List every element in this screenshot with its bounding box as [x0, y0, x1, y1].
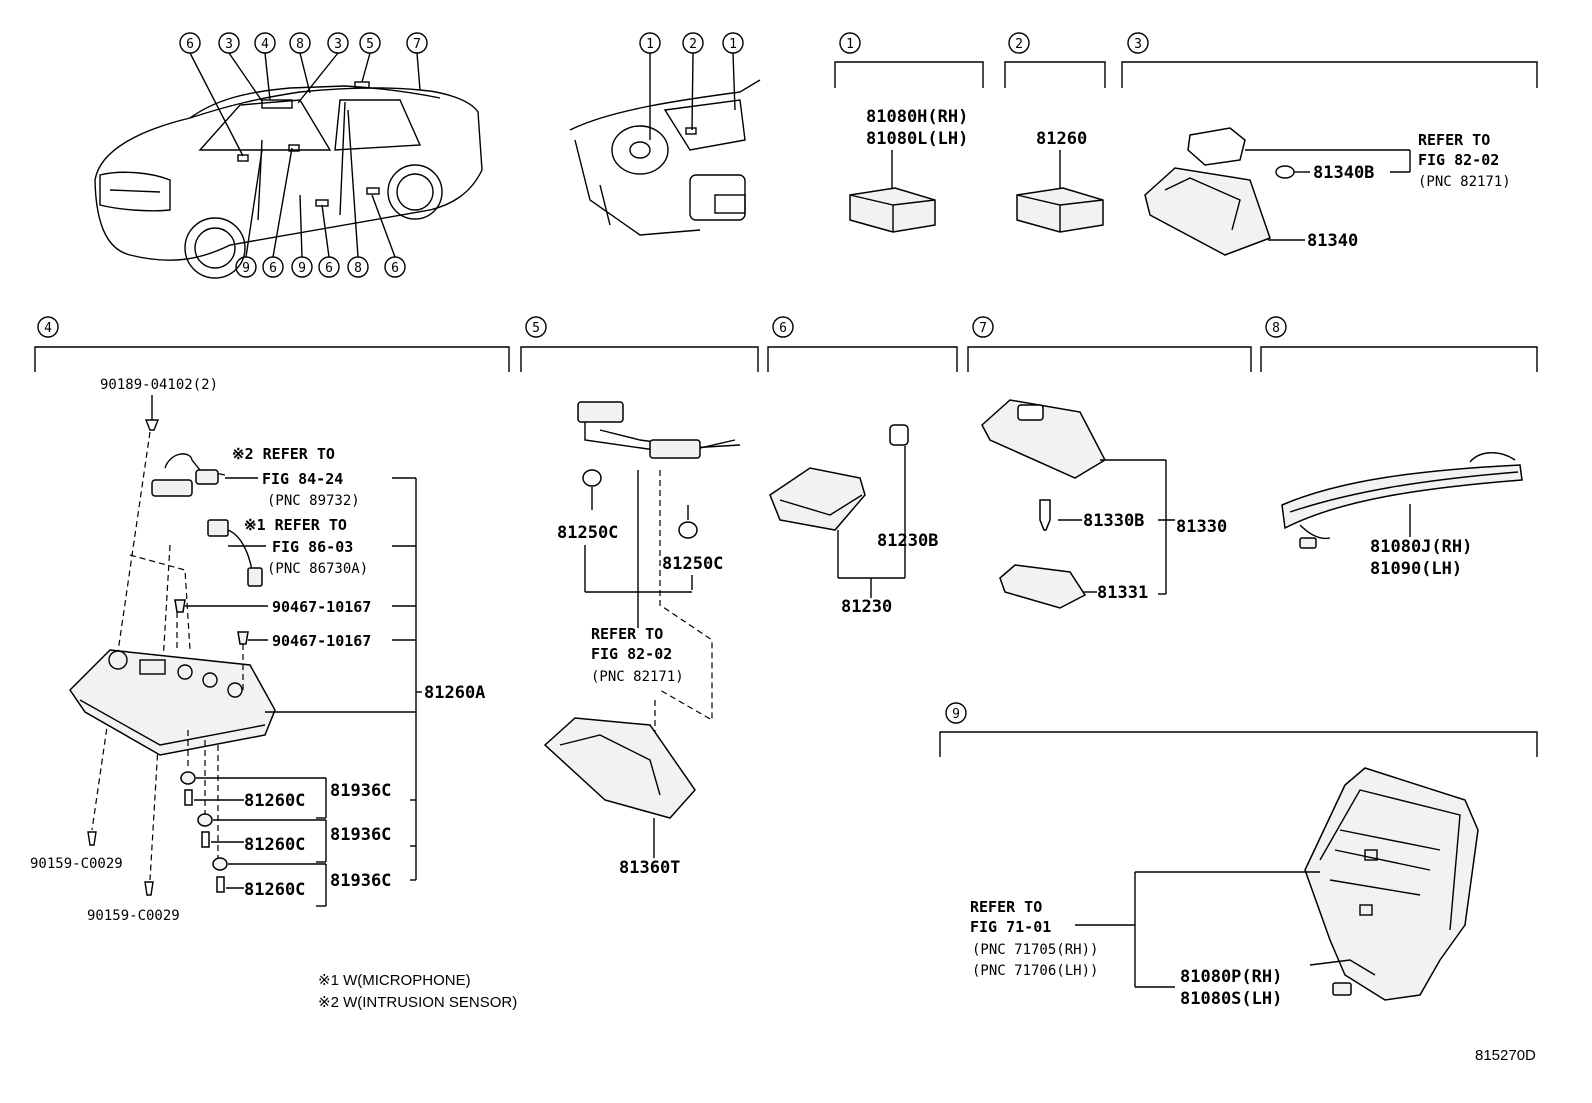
callout: 5 — [366, 37, 374, 52]
callout: 1 — [646, 37, 654, 52]
section-number: 3 — [1134, 37, 1142, 52]
section-6: 81230B 81230 — [769, 424, 938, 617]
reference-text: ※1 REFER TO — [244, 516, 347, 534]
car-illustration — [94, 81, 483, 279]
dash-callouts: 1 2 1 — [639, 32, 744, 140]
diagram-code: 815270D — [1475, 1047, 1536, 1064]
part-number: 81330 — [1176, 517, 1227, 537]
section-7: 81330B 81330 81331 — [981, 399, 1227, 609]
section-4: 90189-04102(2) — [30, 377, 517, 1011]
callout: 6 — [186, 37, 194, 52]
callout: 7 — [413, 37, 421, 52]
callout: 6 — [325, 261, 333, 276]
callout: 9 — [298, 261, 306, 276]
section-number: 2 — [1015, 37, 1023, 52]
car-callouts-bottom: 9 6 9 6 8 6 — [235, 256, 406, 278]
section-1: 81080H(RH) 81080L(LH) — [849, 107, 968, 233]
section-number: 8 — [1272, 321, 1280, 336]
callout: 9 — [242, 261, 250, 276]
reference-text: (PNC 82171) — [1418, 174, 1511, 190]
reference-text: REFER TO — [970, 898, 1042, 916]
callout: 4 — [261, 37, 269, 52]
section-numbers: 1 2 3 4 5 6 7 8 9 — [37, 32, 1287, 724]
part-number: 81331 — [1097, 583, 1148, 603]
callout: 2 — [689, 37, 697, 52]
part-number: 81260C — [244, 791, 305, 811]
dashboard-illustration — [569, 79, 761, 236]
part-number: 81230 — [841, 597, 892, 617]
part-number: 90467-10167 — [272, 632, 371, 650]
section-3: REFER TO FIG 82-02 (PNC 82171) 81340B 81… — [1144, 127, 1511, 256]
callout: 1 — [729, 37, 737, 52]
callout: 3 — [334, 37, 342, 52]
legend-note: ※1 W(MICROPHONE) — [318, 972, 471, 989]
reference-text: REFER TO — [1418, 131, 1490, 149]
reference-text: (PNC 86730A) — [267, 561, 368, 577]
part-number: 81936C — [330, 871, 391, 891]
part-number: 81330B — [1083, 511, 1144, 531]
part-number: 81080J(RH) — [1370, 537, 1472, 557]
car-callouts-top: 6 3 4 8 3 5 7 — [179, 32, 428, 54]
part-number: 81080S(LH) — [1180, 989, 1282, 1009]
reference-text: FIG 86-03 — [272, 538, 353, 556]
part-number: 81250C — [662, 554, 723, 574]
legend-note: ※2 W(INTRUSION SENSOR) — [318, 994, 517, 1011]
part-number: 81230B — [877, 531, 938, 551]
section-number: 5 — [532, 321, 540, 336]
reference-text: FIG 82-02 — [591, 645, 672, 663]
section-number: 4 — [44, 321, 52, 336]
part-number: 81260 — [1036, 129, 1087, 149]
part-number: 81936C — [330, 825, 391, 845]
part-number: 90467-10167 — [272, 598, 371, 616]
callout: 6 — [391, 261, 399, 276]
section-2: 81260 — [1016, 129, 1104, 233]
reference-text: FIG 84-24 — [262, 470, 343, 488]
section-9: REFER TO FIG 71-01 (PNC 71705(RH)) (PNC … — [970, 767, 1479, 1009]
reference-text: FIG 82-02 — [1418, 151, 1499, 169]
reference-text: (PNC 82171) — [591, 669, 684, 685]
section-number: 7 — [979, 321, 987, 336]
part-number: 81260C — [244, 880, 305, 900]
reference-text: FIG 71-01 — [970, 918, 1051, 936]
callout: 8 — [296, 37, 304, 52]
section-5: 81250C 81250C REFER TO FIG 82-02 (PNC 82… — [543, 401, 741, 878]
section-number: 6 — [779, 321, 787, 336]
part-number: 81090(LH) — [1370, 559, 1462, 579]
callout: 3 — [225, 37, 233, 52]
callout: 6 — [269, 261, 277, 276]
part-number: 90159-C0029 — [30, 856, 123, 872]
part-number: 90189-04102(2) — [100, 377, 218, 393]
part-number: 81080L(LH) — [866, 129, 968, 149]
reference-text: (PNC 71706(LH)) — [972, 963, 1098, 979]
car-callout-leaders — [189, 52, 421, 258]
part-number: 81260A — [424, 683, 485, 703]
reference-text: REFER TO — [591, 625, 663, 643]
part-number: 81250C — [557, 523, 618, 543]
reference-text: (PNC 71705(RH)) — [972, 942, 1098, 958]
section-8: 81080J(RH) 81090(LH) — [1281, 452, 1523, 579]
section-number: 1 — [846, 37, 854, 52]
part-number: 81340B — [1313, 163, 1374, 183]
callout: 8 — [354, 261, 362, 276]
section-brackets — [34, 61, 1538, 757]
part-number: 81360T — [619, 858, 680, 878]
section-number: 9 — [952, 707, 960, 722]
part-number: 81936C — [330, 781, 391, 801]
reference-text: ※2 REFER TO — [232, 445, 335, 463]
part-number: 90159-C0029 — [87, 908, 180, 924]
part-number: 81260C — [244, 835, 305, 855]
part-number: 81340 — [1307, 231, 1358, 251]
part-number: 81080P(RH) — [1180, 967, 1282, 987]
reference-text: (PNC 89732) — [267, 493, 360, 509]
part-number: 81080H(RH) — [866, 107, 968, 127]
